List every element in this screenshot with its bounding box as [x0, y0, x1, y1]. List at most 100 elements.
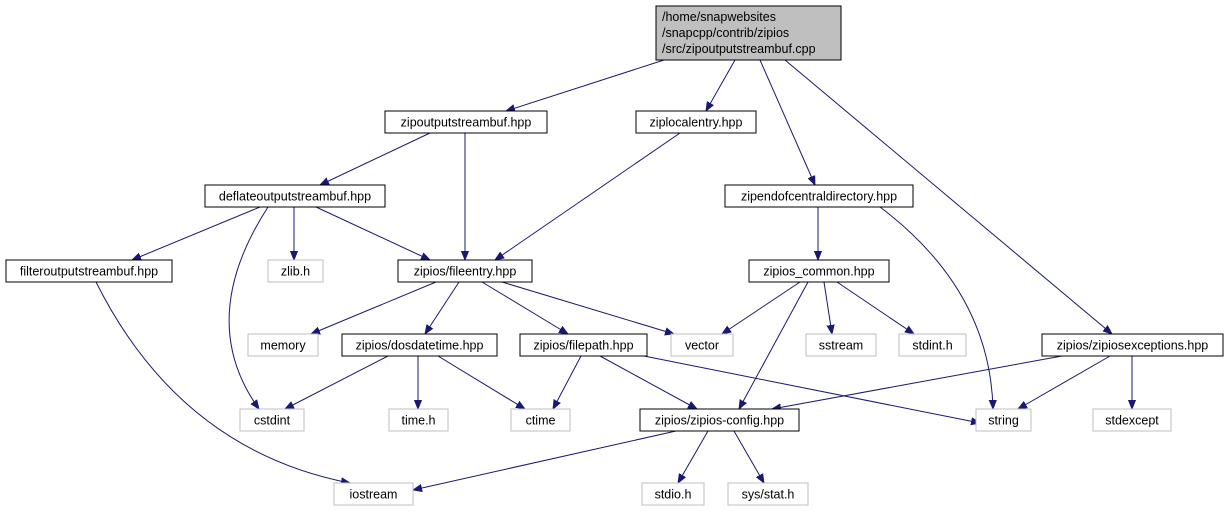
- node-box-stdexcept: [1092, 408, 1172, 432]
- node-label-vector: vector: [685, 339, 719, 353]
- node-label-zipios-common-hpp: zipios_common.hpp: [763, 265, 874, 279]
- node-string: string: [975, 408, 1032, 432]
- node-label-fileentry-hpp: zipios/fileentry.hpp: [414, 265, 517, 279]
- node-box-root: [655, 5, 842, 61]
- node-box-fileentry-hpp: [397, 259, 533, 283]
- node-box-zlib-h: [267, 259, 324, 283]
- node-stdio-h: stdio.h: [641, 482, 705, 506]
- node-box-zipoutputstreambuf-hpp: [384, 110, 548, 134]
- node-box-iostream: [333, 482, 414, 506]
- node-label-iostream: iostream: [350, 488, 398, 502]
- node-root[interactable]: /home/snapwebsites/snapcpp/contrib/zipio…: [655, 5, 842, 61]
- edge-fileentry-hpp-to-filepath-hpp: [481, 281, 568, 334]
- node-label-zipendofcentraldirectory-hpp: zipendofcentraldirectory.hpp: [741, 190, 897, 204]
- edge-zipendofcentraldirectory-hpp-to-string: [879, 206, 993, 409]
- node-label-ziplocalentry-hpp: ziplocalentry.hpp: [650, 116, 743, 130]
- node-iostream: iostream: [333, 482, 414, 506]
- node-label-root-line-3: /src/zipoutputstreambuf.cpp: [662, 42, 816, 56]
- edge-zipios-common-hpp-to-vector: [722, 281, 801, 334]
- node-box-time-h: [388, 408, 449, 432]
- node-zipios-common-hpp[interactable]: zipios_common.hpp: [748, 259, 890, 283]
- node-label-sys-stat-h: sys/stat.h: [742, 488, 795, 502]
- node-zipendofcentraldirectory-hpp[interactable]: zipendofcentraldirectory.hpp: [724, 184, 914, 208]
- node-label-cstdint: cstdint: [254, 414, 291, 428]
- node-label-deflateoutputstreambuf-hpp: deflateoutputstreambuf.hpp: [219, 190, 371, 204]
- edge-zipiosexceptions-hpp-to-string: [1018, 355, 1111, 409]
- edge-zipios-config-hpp-to-iostream: [413, 430, 677, 490]
- edge-fileentry-hpp-to-vector: [501, 281, 674, 334]
- edge-filepath-hpp-to-string: [643, 355, 980, 423]
- edge-zipios-common-hpp-to-sstream: [823, 281, 832, 334]
- edge-zipios-common-hpp-to-zipios-config-hpp: [739, 281, 809, 409]
- edge-root-to-ziplocalentry-hpp: [706, 59, 736, 111]
- node-box-stdint-h: [898, 333, 967, 357]
- node-label-root-line-2: /snapcpp/contrib/zipios: [662, 26, 789, 40]
- edge-root-to-zipendofcentraldirectory-hpp: [759, 59, 815, 185]
- node-box-filepath-hpp: [519, 333, 648, 357]
- node-box-stdio-h: [641, 482, 705, 506]
- node-label-zipios-config-hpp: zipios/zipios-config.hpp: [655, 414, 784, 428]
- edge-deflateoutputstreambuf-hpp-to-filteroutputstreambuf-hpp: [132, 206, 261, 260]
- edge-filepath-hpp-to-zipios-config-hpp: [599, 355, 697, 409]
- node-zipoutputstreambuf-hpp[interactable]: zipoutputstreambuf.hpp: [384, 110, 548, 134]
- node-ziplocalentry-hpp[interactable]: ziplocalentry.hpp: [635, 110, 757, 134]
- node-label-stdexcept: stdexcept: [1105, 414, 1159, 428]
- edge-filteroutputstreambuf-hpp-to-iostream: [95, 281, 350, 483]
- edge-zipios-common-hpp-to-stdint-h: [836, 281, 914, 334]
- node-label-zlib-h: zlib.h: [281, 265, 310, 279]
- node-box-memory: [247, 333, 319, 357]
- node-stdexcept: stdexcept: [1092, 408, 1172, 432]
- node-box-cstdint: [239, 408, 305, 432]
- node-label-time-h: time.h: [401, 414, 435, 428]
- node-filteroutputstreambuf-hpp[interactable]: filteroutputstreambuf.hpp: [5, 259, 173, 283]
- node-label-sstream: sstream: [819, 339, 863, 353]
- edge-ziplocalentry-hpp-to-fileentry-hpp: [495, 132, 681, 260]
- edge-dosdatetime-hpp-to-ctime: [437, 355, 525, 409]
- edges-layer: [95, 59, 1132, 490]
- node-box-zipiosexceptions-hpp: [1041, 333, 1224, 357]
- node-stdint-h: stdint.h: [898, 333, 967, 357]
- node-dosdatetime-hpp[interactable]: zipios/dosdatetime.hpp: [341, 333, 498, 357]
- node-box-string: [975, 408, 1032, 432]
- node-box-ctime: [510, 408, 571, 432]
- node-box-ziplocalentry-hpp: [635, 110, 757, 134]
- edge-root-to-zipoutputstreambuf-hpp: [506, 59, 665, 111]
- node-label-zipoutputstreambuf-hpp: zipoutputstreambuf.hpp: [401, 116, 532, 130]
- edge-filepath-hpp-to-ctime: [553, 355, 582, 409]
- node-filepath-hpp[interactable]: zipios/filepath.hpp: [519, 333, 648, 357]
- node-zipios-config-hpp[interactable]: zipios/zipios-config.hpp: [639, 408, 800, 432]
- edge-deflateoutputstreambuf-hpp-to-cstdint: [228, 206, 269, 409]
- edge-fileentry-hpp-to-dosdatetime-hpp: [425, 281, 460, 334]
- node-deflateoutputstreambuf-hpp[interactable]: deflateoutputstreambuf.hpp: [204, 184, 386, 208]
- node-label-filteroutputstreambuf-hpp: filteroutputstreambuf.hpp: [20, 265, 158, 279]
- edge-zipiosexceptions-hpp-to-zipios-config-hpp: [772, 355, 1063, 409]
- node-label-filepath-hpp: zipios/filepath.hpp: [533, 339, 633, 353]
- node-box-zipios-common-hpp: [748, 259, 890, 283]
- node-box-vector: [670, 333, 734, 357]
- node-fileentry-hpp[interactable]: zipios/fileentry.hpp: [397, 259, 533, 283]
- edge-zipios-config-hpp-to-sys-stat-h: [733, 430, 764, 483]
- nodes-layer: /home/snapwebsites/snapcpp/contrib/zipio…: [5, 5, 1224, 506]
- node-box-zipios-config-hpp: [639, 408, 800, 432]
- node-zlib-h: zlib.h: [267, 259, 324, 283]
- edge-zipios-config-hpp-to-stdio-h: [678, 430, 709, 483]
- node-memory: memory: [247, 333, 319, 357]
- edge-deflateoutputstreambuf-hpp-to-fileentry-hpp: [315, 206, 430, 260]
- node-ctime: ctime: [510, 408, 571, 432]
- node-box-deflateoutputstreambuf-hpp: [204, 184, 386, 208]
- node-box-sstream: [805, 333, 877, 357]
- node-sstream: sstream: [805, 333, 877, 357]
- edge-root-to-zipiosexceptions-hpp: [784, 59, 1112, 334]
- edge-dosdatetime-hpp-to-cstdint: [285, 355, 389, 409]
- node-label-dosdatetime-hpp: zipios/dosdatetime.hpp: [356, 339, 484, 353]
- node-label-root-line-1: /home/snapwebsites: [662, 10, 776, 24]
- node-box-filteroutputstreambuf-hpp: [5, 259, 173, 283]
- node-vector: vector: [670, 333, 734, 357]
- node-time-h: time.h: [388, 408, 449, 432]
- node-zipiosexceptions-hpp[interactable]: zipios/zipiosexceptions.hpp: [1041, 333, 1224, 357]
- node-label-memory: memory: [260, 339, 306, 353]
- edge-zipoutputstreambuf-hpp-to-deflateoutputstreambuf-hpp: [320, 132, 431, 185]
- node-label-ctime: ctime: [526, 414, 556, 428]
- node-box-zipendofcentraldirectory-hpp: [724, 184, 914, 208]
